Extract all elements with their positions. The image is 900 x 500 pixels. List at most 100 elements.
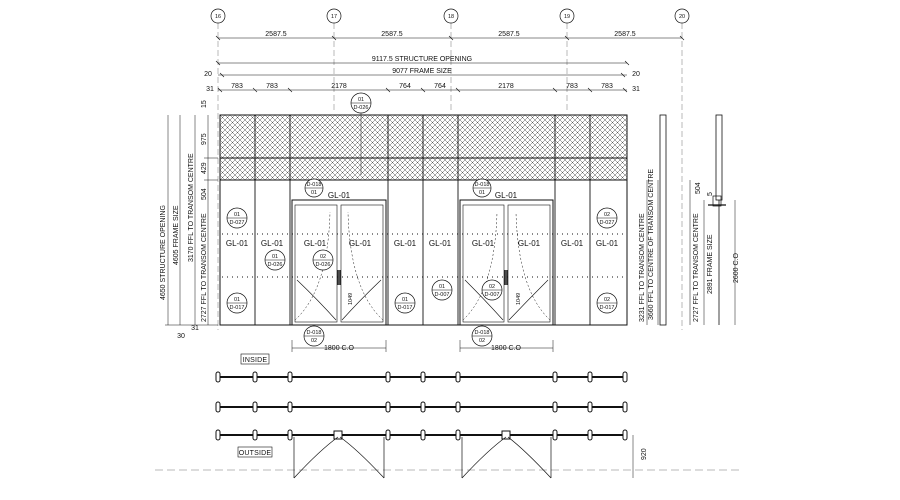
grid-bubble-17: 17 [326,8,342,110]
v-dim-429: 429 [201,162,208,174]
svg-text:02: 02 [604,212,610,218]
door-co-right: 1800 C.O [491,345,522,352]
door-left [291,199,387,326]
frame-end-left: 20 [204,71,212,78]
structure-opening-dim: 9117.5 STRUCTURE OPENING [372,56,472,63]
v-dim-975: 975 [201,133,208,145]
svg-text:02: 02 [604,297,610,303]
svg-text:20: 20 [679,14,685,20]
side-5: 5 [707,192,714,196]
tag-d027-left: 01 D-027 [226,207,248,229]
top-dim-2: 2587.5 [381,31,403,38]
svg-text:D-026: D-026 [316,262,331,268]
svg-text:INSIDE: INSIDE [243,357,268,364]
v-dim-2727: 2727 FFL TO TRANSOM CENTRE [201,213,208,322]
svg-text:D-017: D-017 [600,305,615,311]
side-2727: 2727 FFL TO TRANSOM CENTRE [693,213,700,322]
door-height-left: 1049 [348,293,354,305]
dimension-lines [215,35,685,93]
svg-text:01: 01 [272,254,278,260]
glass-label: GL-01 [328,191,351,200]
tag-d026-top: 01 D-026 [350,92,372,175]
inside-label: INSIDE [240,353,270,365]
svg-text:01: 01 [358,97,364,103]
tag-d018-top-left: D-018 01 [304,178,324,198]
panel-dim-8: 783 [601,83,613,90]
door-height-right: 1049 [516,293,522,305]
v-dim-31: 31 [191,325,199,332]
svg-text:02: 02 [320,254,326,260]
tag-d018-bottom-right: D-018 02 [471,325,493,347]
side-section [659,114,736,326]
grid-bubble-20: 20 [674,8,690,330]
tag-d026-a: 01 D-026 [264,249,286,271]
tag-d017-mid: 01 D-017 [394,292,416,314]
grid-bubbles: 16 17 18 19 20 [210,8,690,330]
svg-text:D-007: D-007 [435,292,450,298]
v-dim-15: 15 [201,100,208,108]
svg-text:01: 01 [439,284,445,290]
svg-text:01: 01 [479,190,485,196]
right-end-dim: 31 [632,86,640,93]
v-frame-size: 4605 FRAME SIZE [173,205,180,265]
svg-text:18: 18 [448,14,454,20]
svg-text:02: 02 [479,338,485,344]
svg-text:02: 02 [489,284,495,290]
svg-text:01: 01 [234,212,240,218]
svg-text:01: 01 [234,297,240,303]
v-dim-30: 30 [177,333,185,340]
svg-text:17: 17 [331,14,337,20]
glass-label: GL-01 [349,239,372,248]
side-504: 504 [695,182,702,194]
svg-text:16: 16 [215,14,221,20]
tag-d027-right: 02 D-027 [596,207,618,229]
grid-bubble-16: 16 [210,8,226,330]
svg-text:D-027: D-027 [600,220,615,226]
grid-bubble-19: 19 [559,8,575,110]
plan-door-swings [293,435,634,479]
svg-text:02: 02 [311,338,317,344]
door-right [459,199,554,326]
tag-d007-a: 01 D-007 [431,279,453,301]
tag-d026-b: 02 D-026 [312,249,334,271]
svg-text:D-018: D-018 [475,330,490,336]
tag-d018-bottom-left: D-018 02 [303,325,325,347]
tag-d017-left: 01 D-017 [226,292,248,314]
glass-label: GL-01 [304,239,327,248]
side-2891: 2891 FRAME SIZE [707,234,714,294]
glass-label: GL-01 [261,239,284,248]
tag-d007-b: 02 D-007 [481,279,503,301]
svg-text:D-027: D-027 [230,220,245,226]
grid-bubble-18: 18 [443,8,459,110]
plan-rail-1 [215,371,628,383]
svg-text:D-018: D-018 [475,182,490,188]
svg-text:OUTSIDE: OUTSIDE [239,450,272,457]
svg-text:D-017: D-017 [230,305,245,311]
v-transom-centre: 3170 FFL TO TRANSOM CENTRE [188,153,195,262]
tag-d018-top-right: D-018 01 [472,178,492,198]
glass-label: GL-01 [518,239,541,248]
elevation-frame [219,114,628,326]
outside-label: OUTSIDE [237,446,273,458]
svg-text:D-018: D-018 [307,330,322,336]
glass-label: GL-01 [429,239,452,248]
left-end-dim: 31 [206,86,214,93]
top-dim-3: 2587.5 [498,31,520,38]
svg-text:D-018: D-018 [307,182,322,188]
plan-dim-920: 920 [641,448,648,460]
frame-end-right: 20 [632,71,640,78]
plan-rail-2 [215,401,628,413]
tag-d017-right: 02 D-017 [596,292,618,314]
frame-size-dim: 9077 FRAME SIZE [392,68,452,75]
svg-text:D-007: D-007 [485,292,500,298]
top-dim-1: 2587.5 [265,31,287,38]
svg-text:D-026: D-026 [354,105,369,111]
right-3231-dim: 3231 FFL TO TRANSOM CENTRE [639,213,646,322]
right-centre-dim: 3660 FFL TO CENTRE OF TRANSOM CENTRE [648,169,655,320]
v-dim-504: 504 [201,188,208,200]
glass-label: GL-01 [561,239,584,248]
svg-text:D-026: D-026 [268,262,283,268]
top-dim-4: 2587.5 [614,31,636,38]
panel-dim-7: 783 [566,83,578,90]
